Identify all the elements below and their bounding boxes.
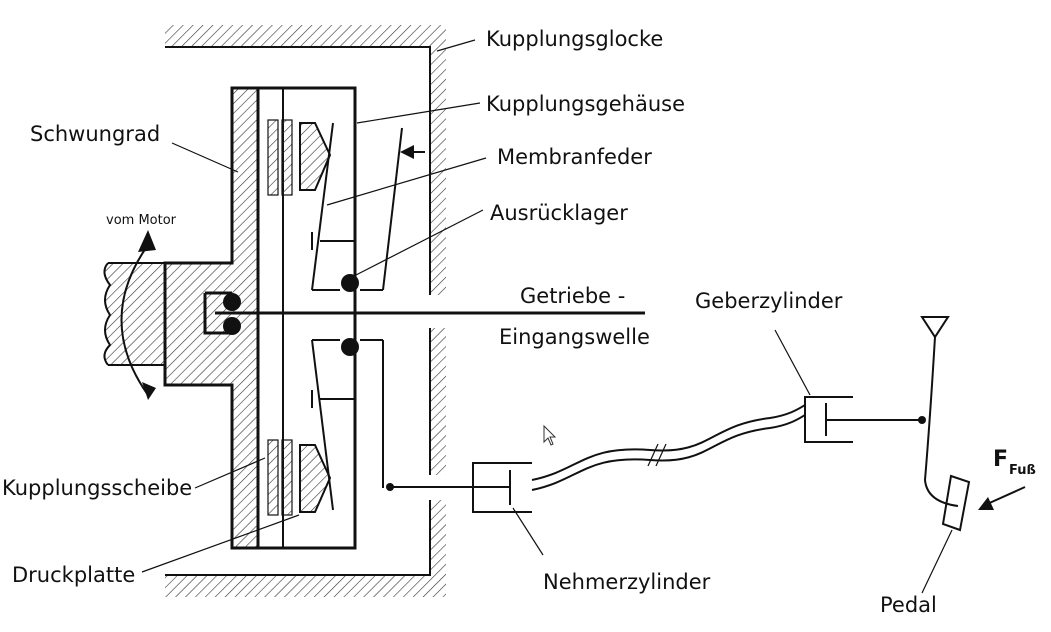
label-druckplatte: Druckplatte — [12, 563, 135, 587]
leader-lines — [141, 39, 953, 594]
label-eingangswelle: Eingangswelle — [499, 325, 650, 349]
mouse-cursor-icon — [543, 424, 557, 446]
label-schwungrad: Schwungrad — [30, 122, 160, 146]
label-force-subscript: Fuß — [1009, 463, 1036, 478]
label-force: F — [993, 447, 1008, 472]
diaphragm-spring — [311, 122, 425, 511]
pressure-plate — [299, 122, 332, 513]
label-kupplungsscheibe: Kupplungsscheibe — [2, 476, 192, 500]
label-kupplungsgehaeuse: Kupplungsgehäuse — [486, 92, 685, 116]
clutch-bell-housing — [165, 25, 446, 597]
engine-crankshaft — [103, 262, 165, 366]
flywheel — [163, 86, 260, 550]
label-ausruecklager: Ausrücklager — [490, 201, 628, 225]
clutch-disc — [267, 88, 293, 548]
rotation-arrow — [120, 230, 156, 400]
clutch-cover — [258, 86, 357, 550]
label-geberzylinder: Geberzylinder — [695, 289, 843, 313]
label-kupplungsglocke: Kupplungsglocke — [486, 27, 663, 51]
labels: Kupplungsglocke Kupplungsgehäuse Membran… — [2, 27, 1036, 617]
label-pedal: Pedal — [880, 593, 937, 617]
hydraulic-line — [531, 404, 806, 491]
foot-force-arrow — [978, 486, 1026, 510]
label-nehmerzylinder: Nehmerzylinder — [543, 570, 711, 594]
release-bearing — [312, 274, 383, 356]
pilot-bearing — [223, 293, 241, 335]
master-cylinder — [804, 396, 926, 443]
label-getriebe: Getriebe - — [520, 284, 625, 308]
pedal — [920, 316, 971, 532]
label-membranfeder: Membranfeder — [497, 145, 652, 169]
label-vom-motor: vom Motor — [106, 213, 177, 228]
slave-cylinder — [386, 462, 532, 513]
